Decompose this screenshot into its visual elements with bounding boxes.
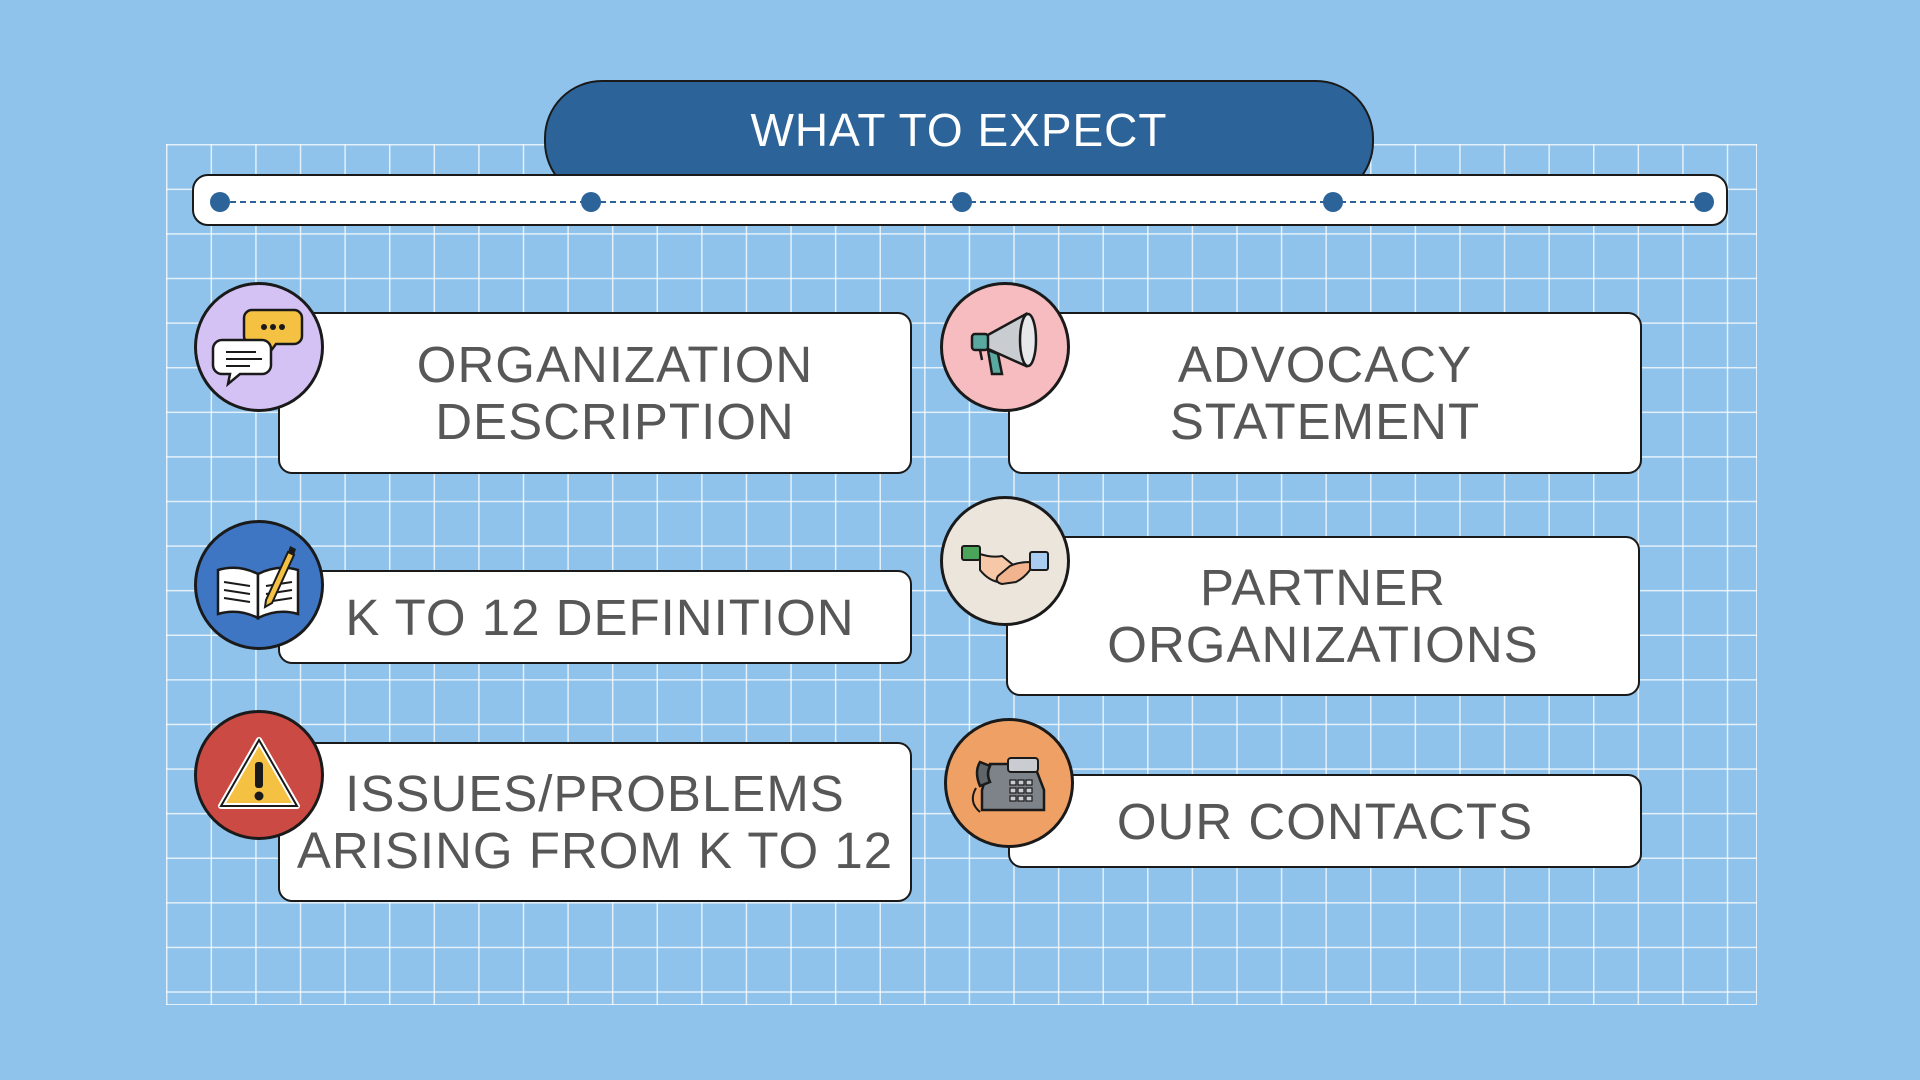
warning-triangle-icon bbox=[218, 737, 300, 809]
card-label: ADVOCACY STATEMENT bbox=[1169, 336, 1481, 450]
timeline-dot-5 bbox=[1694, 192, 1714, 212]
card-advocacy-statement[interactable]: ADVOCACY STATEMENT bbox=[1008, 312, 1642, 474]
open-book-pen-icon bbox=[216, 546, 300, 621]
card-label: PARTNER ORGANIZATIONS bbox=[1107, 559, 1539, 673]
megaphone-icon bbox=[970, 311, 1038, 376]
timeline-dot-4 bbox=[1323, 192, 1343, 212]
badge-k-to-12-definition bbox=[194, 520, 324, 650]
timeline-bar bbox=[192, 174, 1728, 226]
timeline-dot-3 bbox=[952, 192, 972, 212]
badge-our-contacts bbox=[944, 718, 1074, 848]
timeline-track bbox=[210, 192, 1714, 212]
page-title: WHAT TO EXPECT bbox=[750, 104, 1168, 156]
badge-advocacy-statement bbox=[940, 282, 1070, 412]
card-issues-problems[interactable]: ISSUES/PROBLEMS ARISING FROM K TO 12 bbox=[278, 742, 912, 902]
card-label: ORGANIZATION DESCRIPTION bbox=[416, 336, 814, 450]
card-label: K TO 12 DEFINITION bbox=[345, 588, 855, 646]
card-k-to-12-definition[interactable]: K TO 12 DEFINITION bbox=[278, 570, 912, 664]
card-label: OUR CONTACTS bbox=[1116, 792, 1534, 850]
card-organization-description[interactable]: ORGANIZATION DESCRIPTION bbox=[278, 312, 912, 474]
badge-issues-problems bbox=[194, 710, 324, 840]
timeline-dot-1 bbox=[210, 192, 230, 212]
card-partner-organizations[interactable]: PARTNER ORGANIZATIONS bbox=[1006, 536, 1640, 696]
badge-organization-description bbox=[194, 282, 324, 412]
timeline-dot-2 bbox=[581, 192, 601, 212]
card-our-contacts[interactable]: OUR CONTACTS bbox=[1008, 774, 1642, 868]
badge-partner-organizations bbox=[940, 496, 1070, 626]
telephone-icon bbox=[971, 757, 1046, 813]
card-label: ISSUES/PROBLEMS ARISING FROM K TO 12 bbox=[296, 765, 894, 879]
speech-bubbles-icon bbox=[211, 308, 304, 388]
handshake-icon bbox=[961, 545, 1049, 586]
